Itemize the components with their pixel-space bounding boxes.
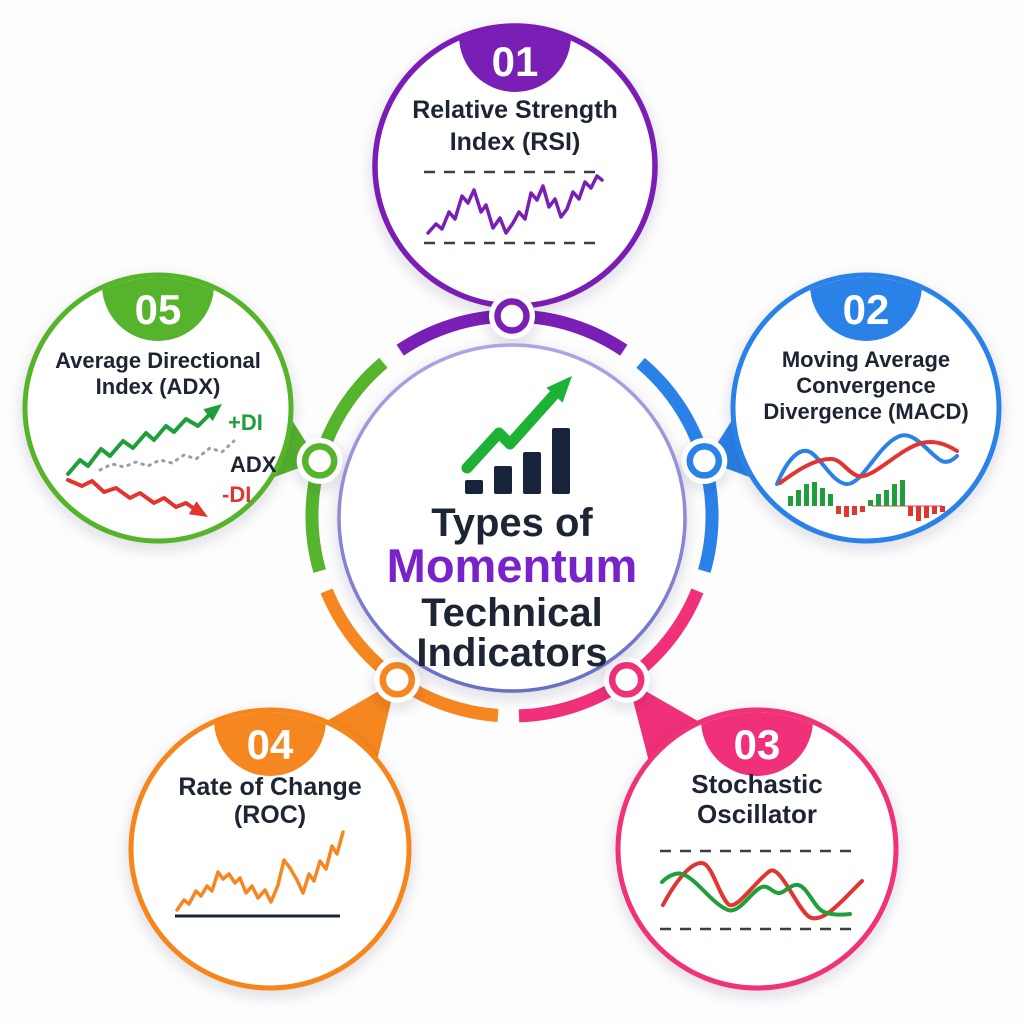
node-adx-circle bbox=[22, 272, 294, 544]
adx-plus-di-arrowhead bbox=[203, 404, 222, 422]
connector-dot-right bbox=[681, 437, 728, 484]
adx-adx-dotted-line bbox=[98, 439, 236, 472]
node-rsi-badge bbox=[459, 28, 571, 92]
stochastic-k-line bbox=[661, 861, 864, 921]
node-adx-number: 05 bbox=[135, 286, 182, 333]
bar-chart-icon bbox=[465, 428, 570, 494]
adx-plus-di-line bbox=[66, 412, 212, 476]
roc-chart-icon bbox=[175, 830, 345, 918]
connector-dot-bottom-left bbox=[374, 656, 421, 703]
adx-minus-di-line bbox=[66, 478, 198, 512]
node-macd-badge bbox=[810, 277, 922, 341]
macd-histogram-red bbox=[836, 506, 945, 521]
macd-histogram-green bbox=[788, 480, 905, 506]
roc-zigzag-line bbox=[175, 830, 345, 912]
growth-arrow-icon bbox=[461, 376, 572, 474]
adx-plus-di-label: +DI bbox=[228, 410, 263, 435]
center-title-line3: Technical bbox=[421, 591, 603, 635]
macd-chart-icon bbox=[775, 433, 959, 521]
adx-chart-icon: +DI ADX -DI bbox=[66, 404, 277, 517]
node-roc: 04 Rate of Change (ROC) bbox=[128, 707, 412, 991]
node-adx-label-line1: Average Directional bbox=[55, 348, 261, 373]
rsi-zigzag-line bbox=[426, 174, 604, 235]
node-roc-label-line1: Rate of Change bbox=[178, 773, 361, 801]
node-adx-label-line2: Index (ADX) bbox=[96, 374, 221, 399]
adx-minus-di-arrowhead bbox=[188, 501, 208, 517]
macd-line bbox=[775, 433, 959, 486]
node-roc-label-line2: (ROC) bbox=[234, 801, 306, 829]
node-stochastic-label-line2: Oscillator bbox=[697, 799, 817, 829]
node-roc-number: 04 bbox=[247, 721, 294, 768]
center-circle bbox=[337, 343, 687, 693]
center-title-line1: Types of bbox=[431, 501, 593, 545]
node-adx-badge bbox=[102, 277, 214, 341]
macd-signal-line bbox=[778, 440, 959, 485]
node-roc-badge bbox=[214, 712, 326, 776]
node-roc-circle bbox=[128, 707, 412, 991]
connector-dot-bottom-right bbox=[603, 656, 650, 703]
stochastic-d-line bbox=[660, 871, 852, 917]
node-stochastic-number: 03 bbox=[734, 721, 781, 768]
center-title-line4: Indicators bbox=[416, 631, 607, 675]
adx-minus-di-label: -DI bbox=[222, 482, 251, 507]
connector-dot-left bbox=[296, 437, 343, 484]
node-macd-number: 02 bbox=[843, 286, 890, 333]
node-rsi-label-line1: Relative Strength bbox=[412, 96, 618, 124]
stochastic-chart-icon bbox=[660, 849, 864, 931]
connector-dots bbox=[296, 293, 728, 703]
node-macd-label-line2: Convergence bbox=[796, 373, 935, 398]
center-hub: Types of Momentum Technical Indicators bbox=[337, 343, 687, 693]
adx-adx-label: ADX bbox=[230, 452, 277, 477]
wedge-roc bbox=[323, 681, 396, 763]
node-macd-label-line3: Divergence (MACD) bbox=[763, 399, 968, 424]
node-stochastic: 03 Stochastic Oscillator bbox=[615, 707, 899, 991]
node-stochastic-badge bbox=[701, 712, 813, 776]
node-macd: 02 Moving Average Convergence Divergence… bbox=[730, 272, 1002, 544]
node-adx: 05 Average Directional Index (ADX) +DI A… bbox=[22, 272, 294, 544]
node-macd-label-line1: Moving Average bbox=[782, 347, 950, 372]
node-rsi-label-line2: Index (RSI) bbox=[450, 128, 581, 156]
wedge-stochastic bbox=[628, 681, 703, 764]
connector-dot-top bbox=[489, 293, 535, 339]
node-rsi-number: 01 bbox=[492, 38, 539, 85]
rsi-chart-icon bbox=[424, 170, 604, 245]
node-stochastic-label-line1: Stochastic bbox=[691, 769, 823, 799]
node-rsi: 01 Relative Strength Index (RSI) bbox=[372, 23, 658, 309]
node-stochastic-circle bbox=[615, 707, 899, 991]
node-macd-circle bbox=[730, 272, 1002, 544]
center-title-line2: Momentum bbox=[387, 539, 638, 592]
